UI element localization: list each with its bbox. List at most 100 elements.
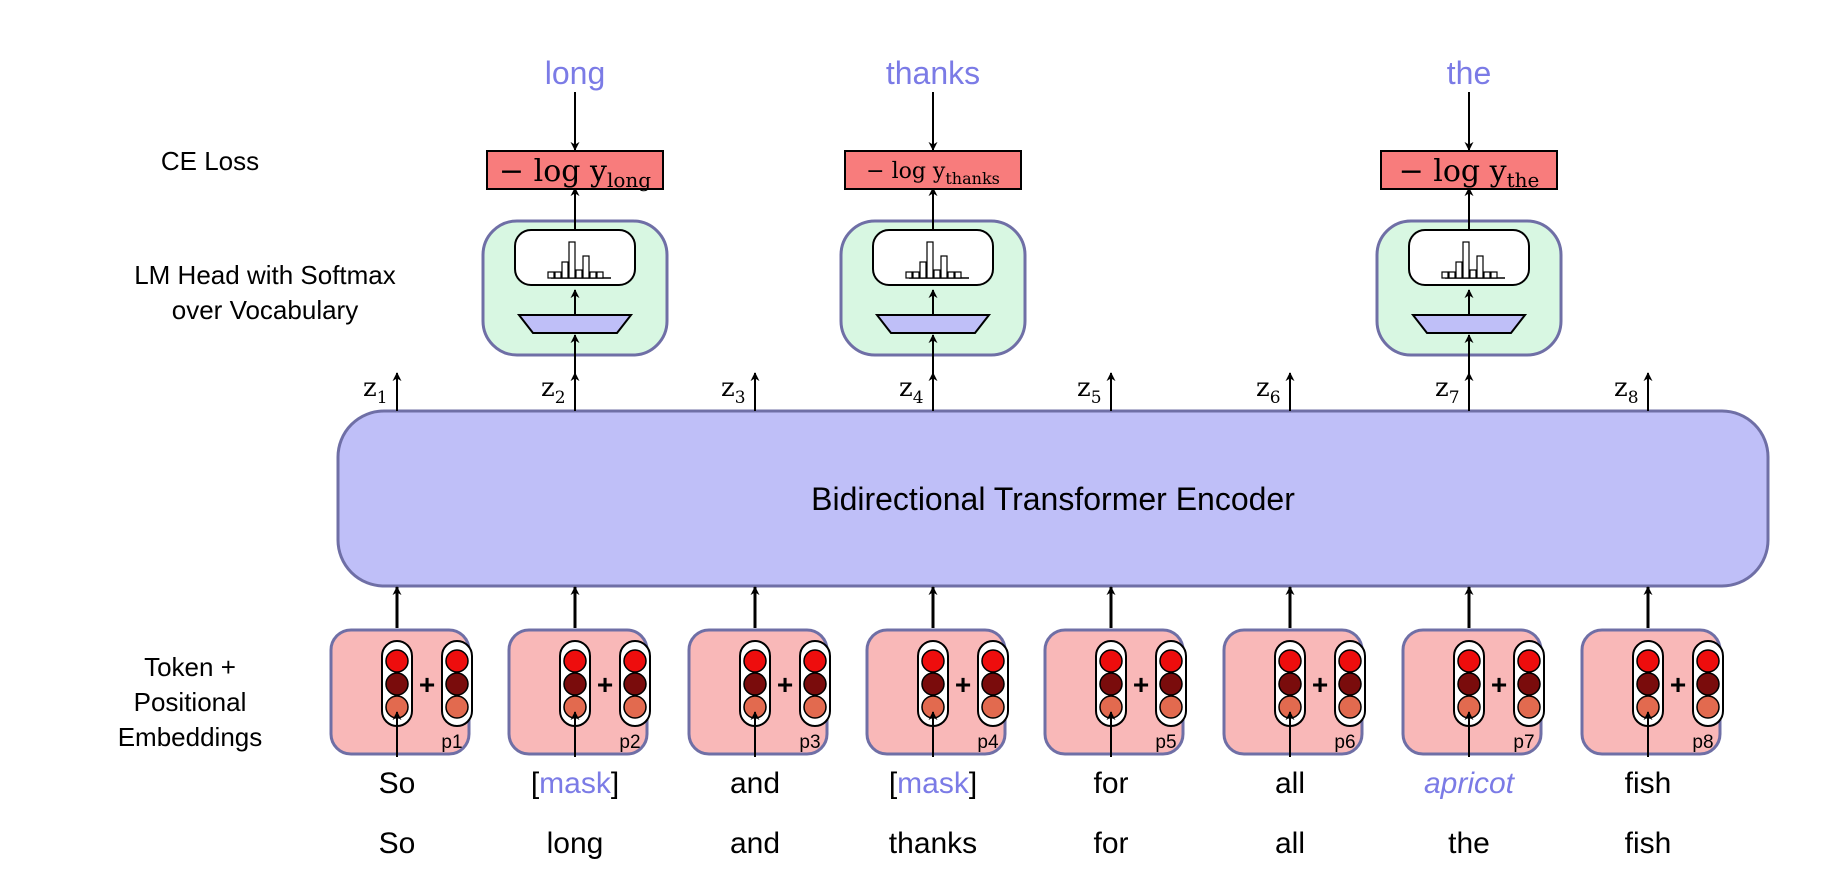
output-label: z4	[899, 373, 924, 408]
original-token: for	[1093, 827, 1128, 860]
ce-loss-box	[844, 150, 1022, 190]
input-token: apricot	[1424, 767, 1516, 800]
vocab-probability-bar	[940, 255, 948, 279]
vector-cell	[563, 649, 587, 673]
vector-cell	[1338, 672, 1362, 696]
vector-cell	[1159, 695, 1183, 719]
vector-cell	[1278, 672, 1302, 696]
input-token: [mask]	[889, 767, 977, 800]
vocab-probability-bar	[919, 261, 927, 279]
embeddings-label-line1: Token +	[144, 652, 236, 682]
input-token: fish	[1625, 767, 1672, 800]
vector-cell	[445, 695, 469, 719]
original-token: long	[547, 827, 604, 860]
vocab-probability-bar	[575, 269, 583, 279]
vocab-probability-bar	[596, 271, 604, 279]
vector-cell	[743, 672, 767, 696]
linear-layer	[516, 314, 634, 334]
lm-head-column: − log ythe the	[1375, 55, 1563, 411]
vector-cell	[1099, 672, 1123, 696]
output-label: z2	[541, 373, 566, 408]
vector-cell	[981, 672, 1005, 696]
token-column: z8 + p8 fish fish	[1580, 372, 1724, 860]
vocab-probability-bar	[1469, 269, 1477, 279]
vocab-probability-bar	[912, 271, 920, 279]
plus-sign: +	[419, 669, 435, 700]
vector-cell	[1338, 695, 1362, 719]
plus-sign: +	[597, 669, 613, 700]
input-token: [mask]	[531, 767, 619, 800]
position-label: p5	[1155, 732, 1176, 753]
vector-cell	[623, 695, 647, 719]
token-column: z2 + p2[mask] long	[507, 372, 651, 860]
vector-cell	[1636, 672, 1660, 696]
vocab-probability-bar	[1476, 255, 1484, 279]
output-label: z7	[1435, 373, 1460, 408]
original-token: all	[1275, 827, 1305, 860]
plus-sign: +	[777, 669, 793, 700]
original-token: fish	[1625, 827, 1672, 860]
vector-cell	[743, 649, 767, 673]
vocab-probability-bar	[589, 271, 597, 279]
plus-sign: +	[955, 669, 971, 700]
vector-cell	[803, 649, 827, 673]
original-token: and	[730, 827, 780, 860]
original-token: thanks	[889, 827, 977, 860]
vector-cell	[1636, 649, 1660, 673]
vector-cell	[1696, 649, 1720, 673]
position-label: p4	[977, 732, 999, 753]
lm-head-column: − log ylong long	[481, 55, 669, 411]
position-label: p7	[1513, 732, 1534, 753]
vector-cell	[623, 649, 647, 673]
vector-cell	[1696, 672, 1720, 696]
lm-head-label-line1: LM Head with Softmax	[134, 260, 396, 290]
input-token: and	[730, 767, 780, 800]
vector-cell	[1457, 649, 1481, 673]
vector-cell	[1278, 649, 1302, 673]
vocab-probability-bar	[554, 271, 562, 279]
position-label: p8	[1692, 732, 1713, 753]
ce-loss-box	[486, 150, 664, 190]
target-word: long	[545, 55, 606, 91]
vector-cell	[1517, 649, 1541, 673]
vector-cell	[921, 649, 945, 673]
vocab-probability-bar	[1455, 261, 1463, 279]
ce-loss-formula: − log ythe	[1399, 154, 1540, 192]
vector-cell	[385, 649, 409, 673]
embeddings-label-line3: Embeddings	[118, 722, 263, 752]
position-label: p3	[799, 732, 820, 753]
vocab-probability-bar	[1483, 271, 1491, 279]
vocab-probability-bar	[1490, 271, 1498, 279]
vector-cell	[981, 649, 1005, 673]
vocab-probability-bar	[954, 271, 962, 279]
target-word: the	[1447, 55, 1491, 91]
vocab-probability-bar	[582, 255, 590, 279]
vector-cell	[385, 672, 409, 696]
output-label: z5	[1077, 373, 1102, 408]
vector-cell	[921, 672, 945, 696]
target-word: thanks	[886, 55, 980, 91]
vector-cell	[445, 672, 469, 696]
position-label: p2	[619, 732, 640, 753]
output-label: z3	[721, 373, 746, 408]
vector-cell	[1517, 672, 1541, 696]
lm-head-label-line2: over Vocabulary	[172, 295, 358, 325]
vector-cell	[1099, 649, 1123, 673]
vector-cell	[623, 672, 647, 696]
vector-cell	[445, 649, 469, 673]
output-label: z8	[1614, 373, 1639, 408]
vocab-probability-bar	[905, 271, 913, 279]
position-label: p6	[1334, 732, 1355, 753]
vector-cell	[1517, 695, 1541, 719]
vocab-probability-bar	[926, 241, 934, 279]
vector-cell	[1159, 672, 1183, 696]
plus-sign: +	[1670, 669, 1686, 700]
vector-cell	[1457, 672, 1481, 696]
linear-layer	[1410, 314, 1528, 334]
vector-cell	[803, 695, 827, 719]
output-label: z6	[1256, 373, 1281, 408]
ce-loss-formula: − log ylong	[499, 154, 651, 192]
